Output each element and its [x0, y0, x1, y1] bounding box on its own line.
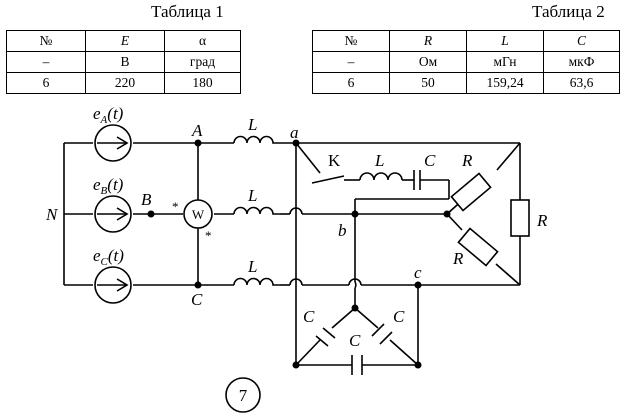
table-row: – Ом мГн мкФ — [312, 51, 620, 73]
source-label-a: eA(t) — [93, 104, 124, 126]
capacitor-label: C — [393, 307, 405, 326]
table-cell: Ом — [389, 51, 467, 73]
resistor-label: R — [461, 151, 473, 170]
inductor-label: L — [247, 257, 257, 276]
wattmeter-star-voltage: * — [205, 228, 212, 243]
capacitor-label: C — [424, 151, 436, 170]
node-label-b-upper: B — [141, 190, 152, 209]
table-row: 6 220 180 — [6, 72, 241, 94]
table-row: № R L C — [312, 30, 620, 52]
node-label-b-lower: b — [338, 221, 347, 240]
table-row: № E α — [6, 30, 241, 52]
table1: № E α – В град 6 220 180 — [6, 30, 241, 94]
wattmeter-icon — [183, 199, 213, 229]
wattmeter-label: W — [192, 207, 205, 222]
node-label-n: N — [45, 205, 59, 224]
node-label-c-upper: C — [191, 290, 203, 309]
variant-circle — [225, 377, 261, 413]
resistor-label: R — [536, 211, 548, 230]
switch-label: K — [328, 151, 341, 170]
inductor-label: L — [247, 115, 257, 134]
table-row: – В град — [6, 51, 241, 73]
table-cell: град — [164, 51, 241, 73]
inductor-label: L — [247, 186, 257, 205]
source-label-b: eB(t) — [93, 175, 124, 197]
node-label-c-lower: c — [414, 263, 422, 282]
resistor-label: R — [452, 249, 464, 268]
circuit-labels: eA(t) eB(t) eC(t) N A B C a b c L L L L … — [45, 104, 548, 350]
circuit-wires — [63, 142, 521, 375]
inductor-label: L — [374, 151, 384, 170]
resistor-icons — [450, 172, 530, 267]
node-label-a-lower: a — [290, 123, 299, 142]
table1-title: Таблица 1 — [151, 2, 224, 21]
source-icons — [94, 124, 132, 304]
table-cell: 180 — [164, 72, 241, 94]
capacitor-label: C — [303, 307, 315, 326]
wattmeter-star-current: * — [172, 199, 179, 214]
table2: № R L C – Ом мГн мкФ 6 50 159,24 63,6 — [312, 30, 620, 94]
junction-dots — [147, 139, 451, 369]
source-label-c: eC(t) — [93, 246, 124, 268]
table-row: 6 50 159,24 63,6 — [312, 72, 620, 94]
table-cell: 220 — [85, 72, 165, 94]
table-cell: 159,24 — [466, 72, 544, 94]
capacitor-label: C — [349, 331, 361, 350]
table2-title: Таблица 2 — [532, 2, 605, 21]
table-cell: мГн — [466, 51, 544, 73]
node-label-a-upper: A — [191, 121, 203, 140]
variant-number: 7 — [239, 386, 248, 405]
inductor-icons — [233, 135, 403, 286]
table-cell: 63,6 — [543, 72, 620, 94]
